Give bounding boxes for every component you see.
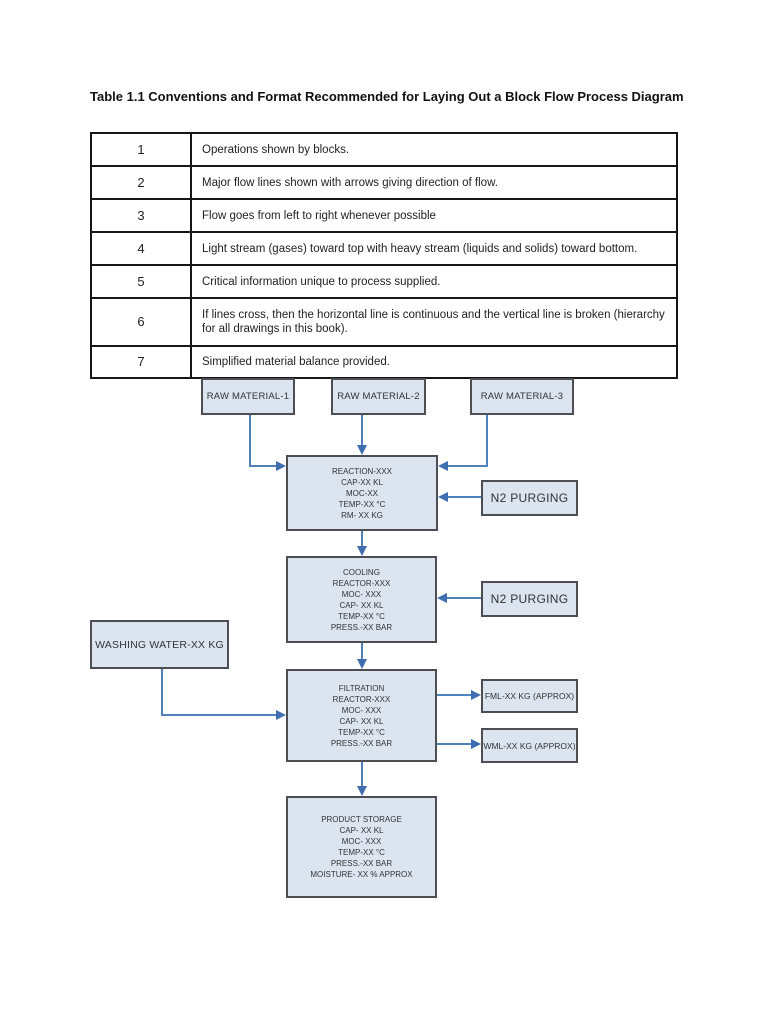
- arrow-left-icon: [438, 461, 448, 471]
- table-row: 6 If lines cross, then the horizontal li…: [90, 297, 678, 347]
- flow-line: [249, 465, 277, 467]
- table-title: Table 1.1 Conventions and Format Recomme…: [90, 89, 684, 104]
- table-row: 1 Operations shown by blocks.: [90, 132, 678, 167]
- node-raw-material-3: RAW MATERIAL-3: [470, 378, 574, 415]
- arrow-down-icon: [357, 445, 367, 455]
- row-number: 3: [90, 198, 192, 233]
- row-number: 2: [90, 165, 192, 200]
- flow-line: [361, 415, 363, 446]
- node-washing-water: WASHING WATER-XX KG: [90, 620, 229, 669]
- flow-line: [361, 762, 363, 787]
- node-raw-material-1: RAW MATERIAL-1: [201, 378, 295, 415]
- node-n2-purging-2: N2 PURGING: [481, 581, 578, 617]
- node-cooling-reactor: COOLING REACTOR-XXX MOC- XXX CAP- XX KL …: [286, 556, 437, 643]
- flow-line: [161, 714, 276, 716]
- row-number: 6: [90, 297, 192, 347]
- flow-line: [161, 669, 163, 716]
- row-text: Operations shown by blocks.: [190, 132, 678, 167]
- table-row: 2 Major flow lines shown with arrows giv…: [90, 165, 678, 200]
- table-row: 3 Flow goes from left to right whenever …: [90, 198, 678, 233]
- node-raw-material-2: RAW MATERIAL-2: [331, 378, 426, 415]
- arrow-right-icon: [276, 461, 286, 471]
- arrow-right-icon: [471, 739, 481, 749]
- row-text: Simplified material balance provided.: [190, 345, 678, 379]
- flow-line: [448, 465, 488, 467]
- arrow-down-icon: [357, 659, 367, 669]
- flow-line: [437, 694, 471, 696]
- table-row: 5 Critical information unique to process…: [90, 264, 678, 299]
- node-filtration-reactor: FILTRATION REACTOR-XXX MOC- XXX CAP- XX …: [286, 669, 437, 762]
- node-n2-purging-1: N2 PURGING: [481, 480, 578, 516]
- row-text: Light stream (gases) toward top with hea…: [190, 231, 678, 266]
- flow-line: [448, 496, 481, 498]
- flow-line: [437, 743, 471, 745]
- arrow-left-icon: [438, 492, 448, 502]
- node-reaction: REACTION-XXX CAP-XX KL MOC-XX TEMP-XX °C…: [286, 455, 438, 531]
- flow-line: [249, 415, 251, 467]
- row-text: If lines cross, then the horizontal line…: [190, 297, 678, 347]
- conventions-table: 1 Operations shown by blocks. 2 Major fl…: [90, 132, 678, 379]
- row-number: 1: [90, 132, 192, 167]
- row-number: 5: [90, 264, 192, 299]
- node-product-storage: PRODUCT STORAGE CAP- XX KL MOC- XXX TEMP…: [286, 796, 437, 898]
- row-text: Critical information unique to process s…: [190, 264, 678, 299]
- arrow-right-icon: [276, 710, 286, 720]
- flow-line: [361, 531, 363, 547]
- row-number: 4: [90, 231, 192, 266]
- flow-line: [447, 597, 481, 599]
- node-wml-output: WML-XX KG (APPROX): [481, 728, 578, 763]
- row-text: Major flow lines shown with arrows givin…: [190, 165, 678, 200]
- row-text: Flow goes from left to right whenever po…: [190, 198, 678, 233]
- flow-line: [361, 643, 363, 660]
- arrow-right-icon: [471, 690, 481, 700]
- table-row: 7 Simplified material balance provided.: [90, 345, 678, 379]
- flow-line: [486, 415, 488, 467]
- row-number: 7: [90, 345, 192, 379]
- arrow-left-icon: [437, 593, 447, 603]
- node-fml-output: FML-XX KG (APPROX): [481, 679, 578, 713]
- arrow-down-icon: [357, 546, 367, 556]
- table-row: 4 Light stream (gases) toward top with h…: [90, 231, 678, 266]
- arrow-down-icon: [357, 786, 367, 796]
